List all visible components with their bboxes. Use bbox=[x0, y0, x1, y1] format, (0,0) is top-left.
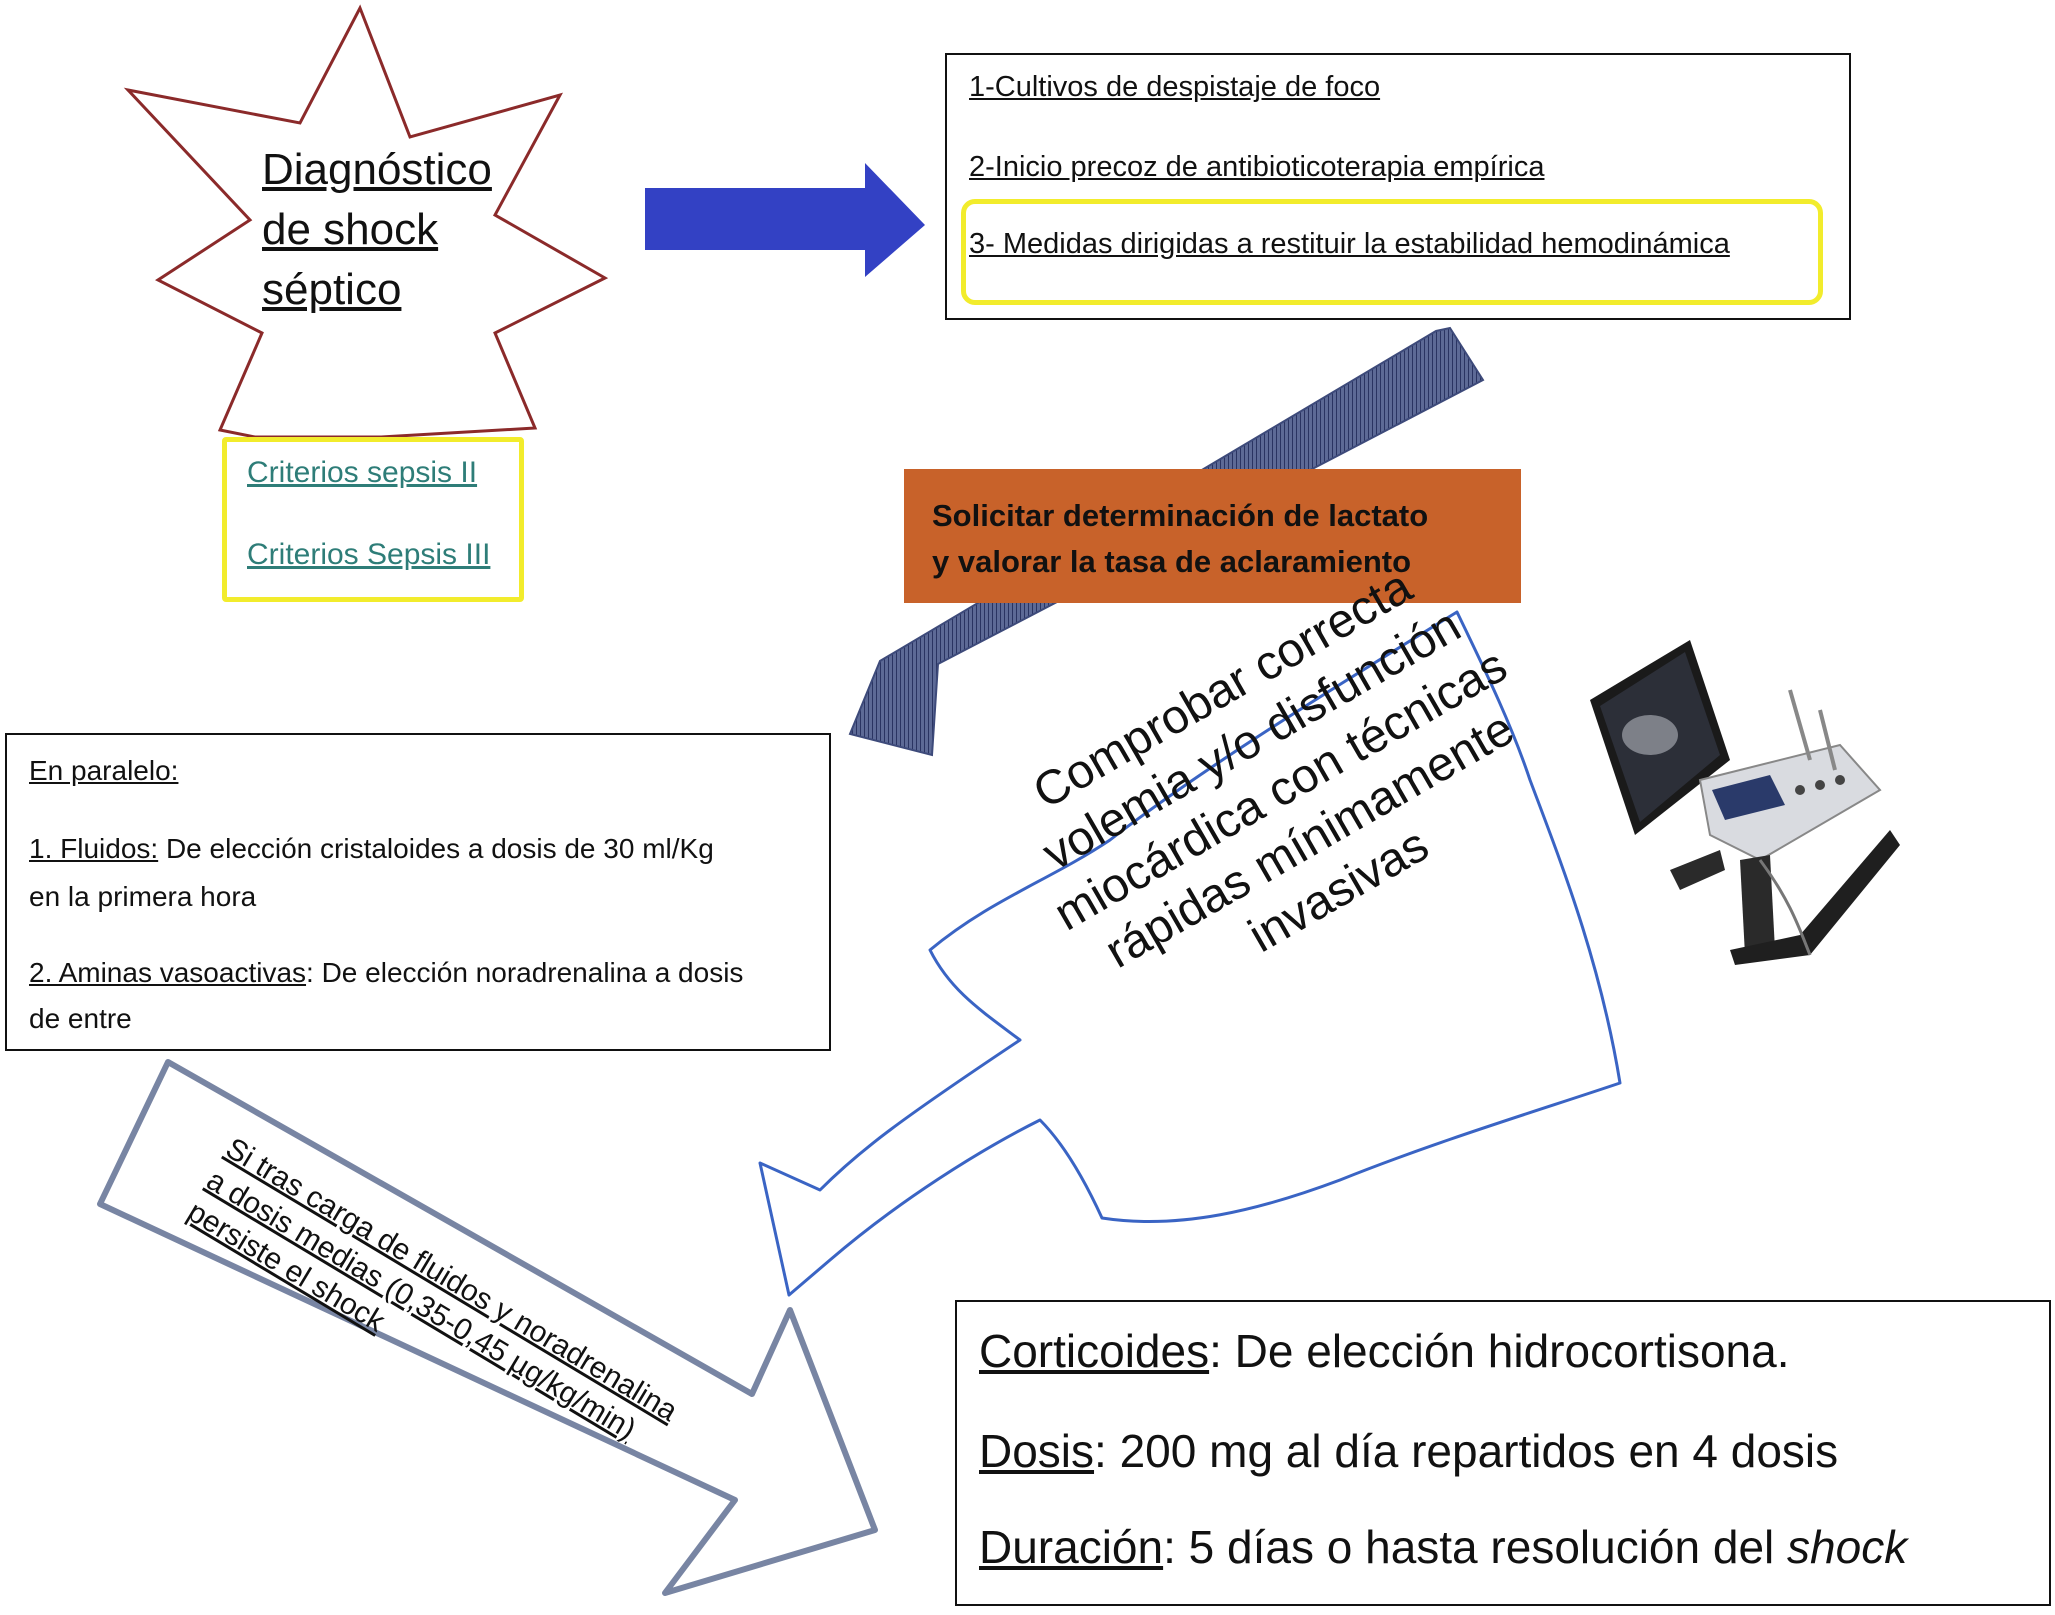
diagnosis-title: Diagnóstico de shock séptico bbox=[262, 140, 492, 320]
corticoids-label: Corticoides bbox=[979, 1325, 1210, 1377]
lactate-box: Solicitar determinación de lactato y val… bbox=[904, 469, 1521, 603]
diagnosis-line-1: Diagnóstico bbox=[262, 145, 492, 194]
duration-line: Duración: 5 días o hasta resolución del … bbox=[979, 1520, 1907, 1574]
fluids-text: De elección cristaloides a dosis de 30 m… bbox=[158, 833, 714, 864]
fluids-line-2: en la primera hora bbox=[29, 881, 257, 912]
measure-antibiotics: 2-Inicio precoz de antibioticoterapia em… bbox=[969, 151, 1545, 183]
criteria-sepsis-2-link[interactable]: Criterios sepsis II bbox=[247, 456, 478, 489]
duration-italic: shock bbox=[1787, 1521, 1908, 1573]
diagnosis-line-3: séptico bbox=[262, 265, 402, 314]
criteria-sepsis-3-link[interactable]: Criterios Sepsis III bbox=[247, 538, 491, 571]
duration-text: : 5 días o hasta resolución del bbox=[1163, 1521, 1788, 1573]
blue-right-arrow bbox=[645, 163, 925, 277]
lactate-line-2: y valorar la tasa de aclaramiento bbox=[932, 544, 1412, 579]
dose-line: Dosis: 200 mg al día repartidos en 4 dos… bbox=[979, 1424, 1838, 1478]
check-callout-outline bbox=[758, 610, 1622, 1297]
parallel-measures-box: En paralelo: 1. Fluidos: De elección cri… bbox=[5, 733, 831, 1051]
fluids-label: 1. Fluidos: bbox=[29, 833, 159, 864]
highlight-outline bbox=[961, 199, 1823, 305]
fluids-line: 1. Fluidos: De elección cristaloides a d… bbox=[29, 833, 714, 865]
gray-outline-arrow bbox=[97, 1059, 878, 1596]
amines-line: 2. Aminas vasoactivas: De elección norad… bbox=[29, 957, 743, 989]
amines-text: : De elección noradrenalina a dosis bbox=[306, 957, 744, 988]
parallel-heading: En paralelo: bbox=[29, 755, 179, 786]
measure-cultures: 1-Cultivos de despistaje de foco bbox=[969, 71, 1381, 103]
amines-line-2: de entre bbox=[29, 1003, 132, 1034]
dose-text: : 200 mg al día repartidos en 4 dosis bbox=[1094, 1425, 1839, 1477]
criteria-box: Criterios sepsis II Criterios Sepsis III bbox=[222, 437, 524, 602]
corticoids-box: Corticoides: De elección hidrocortisona.… bbox=[955, 1300, 2051, 1606]
duration-label: Duración bbox=[979, 1521, 1164, 1573]
corticoids-text: : De elección hidrocortisona. bbox=[1209, 1325, 1790, 1377]
amines-label: 2. Aminas vasoactivas bbox=[29, 957, 307, 988]
ultrasound-machine-icon bbox=[1590, 640, 1900, 965]
measure-hemodynamic: 3- Medidas dirigidas a restituir la esta… bbox=[969, 228, 1730, 260]
dose-label: Dosis bbox=[979, 1425, 1095, 1477]
diagnosis-line-2: de shock bbox=[262, 205, 439, 254]
initial-measures-box: 1-Cultivos de despistaje de foco 2-Inici… bbox=[945, 53, 1851, 320]
corticoids-line: Corticoides: De elección hidrocortisona. bbox=[979, 1324, 1790, 1378]
lactate-line-1: Solicitar determinación de lactato bbox=[932, 498, 1429, 533]
